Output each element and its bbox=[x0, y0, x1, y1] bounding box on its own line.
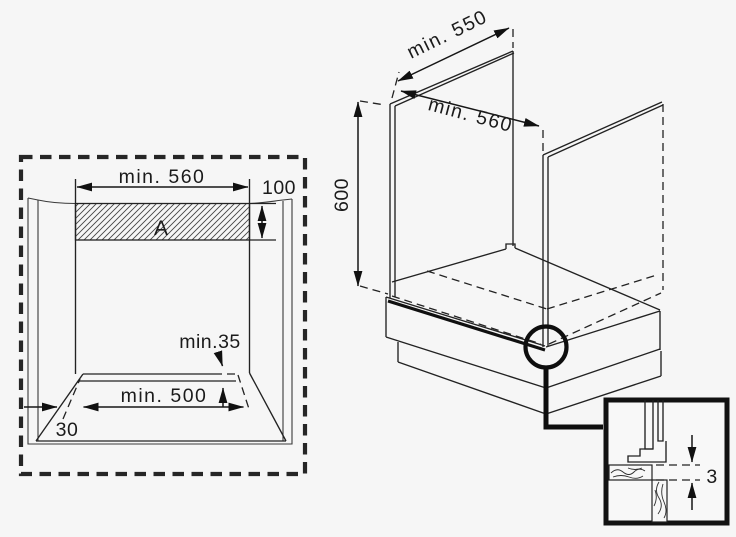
vent-hatch-area: A bbox=[74, 202, 251, 241]
niche-height-dimension: 600 bbox=[331, 100, 389, 295]
rear-clearance-label: min.35 bbox=[179, 331, 241, 353]
inner-width-dimension: min. 560 bbox=[400, 90, 544, 151]
top-depth-label: min. 550 bbox=[404, 6, 492, 64]
gap-dimension: 3 bbox=[656, 435, 717, 510]
gap-label: 3 bbox=[706, 466, 717, 488]
wood-panel-horizontal bbox=[608, 464, 653, 481]
vent-height-label: 100 bbox=[262, 177, 296, 199]
side-offset-label: 30 bbox=[56, 419, 79, 441]
front-view: A min. 560 100 min.35 bbox=[18, 154, 308, 477]
side-offset-dimension: 30 bbox=[24, 402, 79, 441]
niche-width-label: min. 560 bbox=[119, 166, 206, 188]
iso-view: min. 550 min. 560 600 bbox=[331, 6, 664, 430]
vent-area-label: A bbox=[154, 217, 168, 240]
callout-connector bbox=[543, 368, 603, 430]
niche-dashed-border bbox=[18, 154, 308, 477]
detail-callout bbox=[523, 324, 603, 430]
top-depth-dimension: min. 550 bbox=[391, 6, 514, 99]
cabinet-base bbox=[385, 243, 662, 415]
niche-height-label: 600 bbox=[331, 178, 353, 212]
oven-flange-profile bbox=[627, 400, 667, 463]
inner-width-label: min. 560 bbox=[426, 93, 516, 137]
rear-clearance-dimension: min.35 bbox=[179, 331, 241, 407]
left-side-panel bbox=[389, 50, 515, 298]
niche-width-dimension: min. 560 bbox=[76, 166, 249, 192]
vent-height-dimension: 100 bbox=[249, 177, 296, 241]
right-side-panel bbox=[542, 101, 664, 347]
callout-circle bbox=[523, 324, 569, 370]
floor-depth-label: min. 500 bbox=[121, 385, 208, 407]
detail-view: 3 bbox=[603, 397, 730, 526]
floor-depth-dimension: min. 500 bbox=[83, 385, 244, 412]
cabinet-floor bbox=[35, 372, 287, 442]
wood-panel-vertical bbox=[651, 479, 668, 523]
